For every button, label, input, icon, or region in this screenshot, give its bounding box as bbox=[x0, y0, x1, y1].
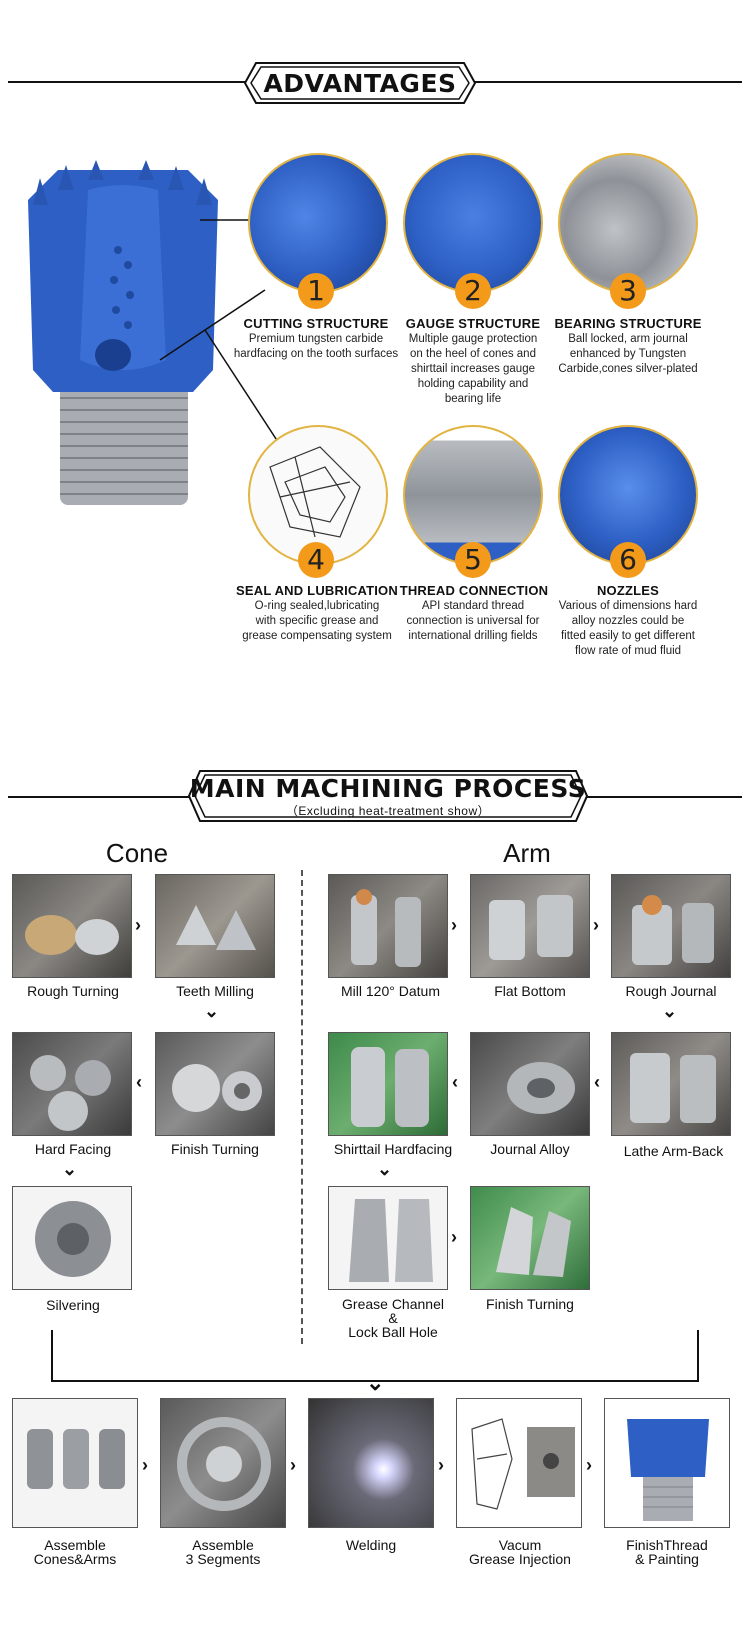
arm-step-rough-journal-label: Rough Journal bbox=[625, 983, 717, 999]
bracket-left bbox=[51, 1330, 53, 1382]
chevron-down-icon: ⌄ bbox=[62, 1159, 78, 1179]
chevron-down-icon: ⌄ bbox=[377, 1159, 393, 1179]
arm-step-mill-datum-image bbox=[328, 874, 448, 978]
divider-left bbox=[8, 81, 246, 83]
final-step-assemble-segments-image bbox=[160, 1398, 286, 1528]
arm-step-lathe-arm-back-label: Lathe Arm-Back bbox=[623, 1143, 724, 1159]
feature-3-desc: Ball locked, arm journal enhanced by Tun… bbox=[558, 333, 698, 375]
cone-step-silvering-label: Silvering bbox=[46, 1297, 100, 1313]
bracket-bottom bbox=[51, 1380, 699, 1382]
cone-step-hard-facing-label: Hard Facing bbox=[34, 1141, 112, 1157]
tricone-bit-image bbox=[18, 160, 228, 510]
feature-5-image bbox=[403, 425, 543, 565]
arm-step-finish-turning-label: Finish Turning bbox=[486, 1296, 574, 1312]
arm-step-flat-bottom-label: Flat Bottom bbox=[494, 983, 566, 999]
arrow-right-icon: › bbox=[438, 1455, 444, 1475]
arm-step-grease-channel-image bbox=[328, 1186, 448, 1290]
cone-step-teeth-milling-image bbox=[155, 874, 275, 978]
feature-1-title: CUTTING STRUCTURE bbox=[243, 316, 389, 331]
feature-2-title: GAUGE STRUCTURE bbox=[405, 316, 541, 331]
feature-4-title: SEAL AND LUBRICATION bbox=[236, 583, 398, 598]
process-subheading: （Excluding heat-treatment show） bbox=[285, 804, 491, 818]
final-step-finish-thread-label: FinishThread & Painting bbox=[626, 1537, 708, 1567]
final-step-assemble-cones-arms-label: Assemble Cones&Arms bbox=[33, 1537, 117, 1567]
final-step-vacum-grease-label: Vacum Grease Injection bbox=[469, 1537, 571, 1567]
arrow-right-icon: › bbox=[451, 915, 457, 935]
feature-1-badge: 1 bbox=[298, 273, 334, 309]
feature-3-badge: 3 bbox=[610, 273, 646, 309]
process-divider-right bbox=[586, 796, 742, 798]
chevron-down-icon: ⌄ bbox=[366, 1370, 385, 1395]
process-banner: MAIN MACHINING PROCESS （Excluding heat-t… bbox=[188, 770, 588, 822]
arm-step-mill-datum-label: Mill 120° Datum bbox=[341, 983, 440, 999]
column-divider bbox=[301, 870, 303, 1344]
feature-6-badge: 6 bbox=[610, 542, 646, 578]
advantages-heading: ADVANTAGES bbox=[263, 69, 457, 98]
arrow-left-icon: ‹ bbox=[594, 1072, 600, 1092]
cone-step-finish-turning-image bbox=[155, 1032, 275, 1136]
arm-step-journal-alloy-label: Journal Alloy bbox=[490, 1141, 570, 1157]
final-step-welding-label: Welding bbox=[345, 1537, 397, 1553]
chevron-down-icon: ⌄ bbox=[662, 1001, 678, 1021]
arrow-right-icon: › bbox=[451, 1227, 457, 1247]
arm-step-shirttail-hardfacing-label: Shirttail Hardfacing bbox=[333, 1141, 453, 1157]
cone-step-finish-turning-label: Finish Turning bbox=[171, 1141, 259, 1157]
arm-step-lathe-arm-back-image bbox=[611, 1032, 731, 1136]
final-step-welding-image bbox=[308, 1398, 434, 1528]
feature-5-badge: 5 bbox=[455, 542, 491, 578]
process-heading: MAIN MACHINING PROCESS bbox=[189, 774, 587, 803]
feature-6-image bbox=[558, 425, 698, 565]
arrow-right-icon: › bbox=[142, 1455, 148, 1475]
feature-2-image bbox=[403, 153, 543, 293]
feature-2-desc: Multiple gauge protection on the heel of… bbox=[408, 333, 538, 405]
feature-3-image bbox=[558, 153, 698, 293]
divider-right bbox=[474, 81, 742, 83]
feature-2-badge: 2 bbox=[455, 273, 491, 309]
final-step-finish-thread-image bbox=[604, 1398, 730, 1528]
feature-4-badge: 4 bbox=[298, 542, 334, 578]
final-step-assemble-segments-label: Assemble 3 Segments bbox=[185, 1537, 261, 1567]
arm-step-rough-journal-image bbox=[611, 874, 731, 978]
feature-6-desc: Various of dimensions hard alloy nozzles… bbox=[558, 600, 698, 657]
cone-step-hard-facing-image bbox=[12, 1032, 132, 1136]
arrow-left-icon: ‹ bbox=[136, 1072, 142, 1092]
feature-6-title: NOZZLES bbox=[596, 583, 660, 598]
feature-1-image bbox=[248, 153, 388, 293]
arm-step-shirttail-hardfacing-image bbox=[328, 1032, 448, 1136]
cone-heading: Cone bbox=[105, 838, 169, 868]
feature-3-title: BEARING STRUCTURE bbox=[554, 316, 702, 331]
arm-step-finish-turning-image bbox=[470, 1186, 590, 1290]
feature-4-desc: O-ring sealed,lubricating with specific … bbox=[242, 600, 392, 642]
arrow-right-icon: › bbox=[135, 915, 141, 935]
feature-5-title: THREAD CONNECTION bbox=[399, 583, 549, 598]
final-step-vacum-grease-image bbox=[456, 1398, 582, 1528]
arm-step-journal-alloy-image bbox=[470, 1032, 590, 1136]
advantages-banner: ADVANTAGES bbox=[244, 62, 476, 104]
bracket-right bbox=[697, 1330, 699, 1382]
arrow-right-icon: › bbox=[290, 1455, 296, 1475]
chevron-down-icon: ⌄ bbox=[204, 1001, 220, 1021]
arrow-left-icon: ‹ bbox=[452, 1072, 458, 1092]
arrow-right-icon: › bbox=[586, 1455, 592, 1475]
cone-step-silvering-image bbox=[12, 1186, 132, 1290]
arm-step-flat-bottom-image bbox=[470, 874, 590, 978]
arm-heading: Arm bbox=[503, 838, 551, 868]
final-step-assemble-cones-arms-image bbox=[12, 1398, 138, 1528]
cone-step-teeth-milling-label: Teeth Milling bbox=[176, 983, 254, 999]
process-divider-left bbox=[8, 796, 190, 798]
arrow-right-icon: › bbox=[593, 915, 599, 935]
arm-step-grease-channel-label: Grease Channel & Lock Ball Hole bbox=[342, 1296, 444, 1340]
feature-1-desc: Premium tungsten carbide hardfacing on t… bbox=[233, 333, 399, 360]
cone-step-rough-turning-label: Rough Turning bbox=[27, 983, 119, 999]
feature-5-desc: API standard thread connection is univer… bbox=[406, 600, 540, 642]
cone-step-rough-turning-image bbox=[12, 874, 132, 978]
